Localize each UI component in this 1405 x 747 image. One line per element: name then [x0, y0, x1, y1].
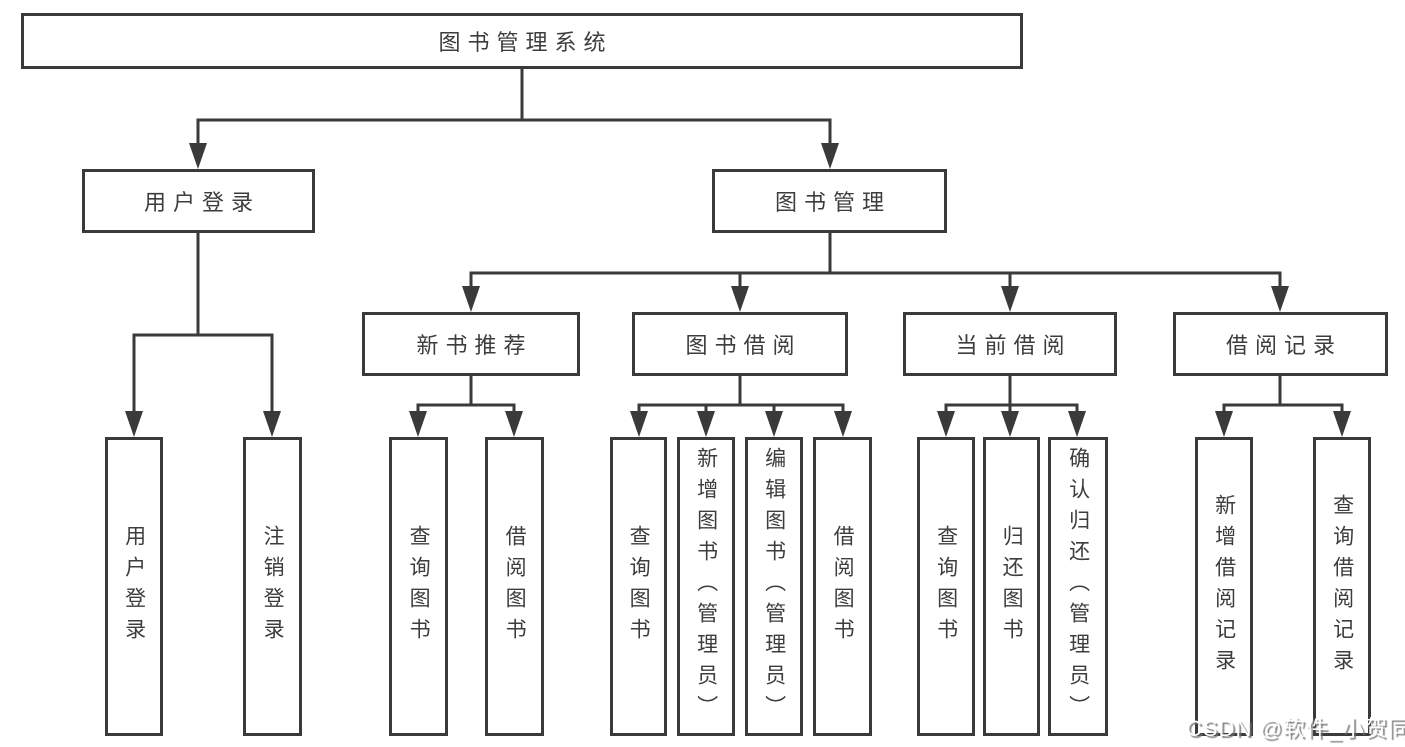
node-leaf-logout: 注销登录	[243, 437, 302, 736]
node-leaf-borrow-books-2-label: 借阅图书	[831, 524, 855, 649]
node-library-system: 图书管理系统	[21, 13, 1023, 69]
arrowhead	[937, 411, 955, 437]
node-new-book-recommend: 新书推荐	[362, 312, 580, 376]
node-leaf-query-books-1-label: 查询图书	[407, 524, 431, 649]
arrowhead	[1001, 411, 1019, 437]
node-leaf-confirm-return-admin: 确认归还（管理员）	[1048, 437, 1108, 736]
node-leaf-add-borrow-record: 新增借阅记录	[1195, 437, 1253, 736]
arrowhead	[630, 411, 648, 437]
node-leaf-query-books-3: 查询图书	[917, 437, 975, 736]
node-leaf-query-books-2-label: 查询图书	[627, 524, 651, 649]
arrowhead	[697, 411, 715, 437]
arrowhead	[821, 143, 839, 169]
node-leaf-add-borrow-record-label: 新增借阅记录	[1212, 493, 1236, 680]
arrowhead	[1333, 411, 1351, 437]
node-leaf-borrow-books-2: 借阅图书	[813, 437, 872, 736]
node-leaf-query-books-3-label: 查询图书	[934, 524, 958, 649]
arrowhead	[409, 411, 427, 437]
node-leaf-edit-book-admin-label: 编辑图书（管理员）	[762, 447, 786, 726]
node-book-borrowing: 图书借阅	[632, 312, 848, 376]
arrowhead	[505, 411, 523, 437]
node-leaf-user-login-label: 用户登录	[122, 524, 146, 649]
node-leaf-user-login: 用户登录	[105, 437, 163, 736]
arrowhead	[1271, 286, 1289, 312]
arrowhead	[834, 411, 852, 437]
node-leaf-query-borrow-record-label: 查询借阅记录	[1330, 493, 1354, 680]
node-leaf-edit-book-admin: 编辑图书（管理员）	[745, 437, 803, 736]
arrowhead	[189, 143, 207, 169]
node-current-borrowing-label: 当前借阅	[955, 333, 1072, 358]
node-leaf-return-books: 归还图书	[983, 437, 1040, 736]
node-leaf-borrow-books-1-label: 借阅图书	[503, 524, 527, 649]
node-new-book-recommend-label: 新书推荐	[416, 333, 533, 358]
node-book-management-label: 图书管理	[774, 190, 891, 215]
node-leaf-query-books-1: 查询图书	[389, 437, 448, 736]
arrowhead	[1215, 411, 1233, 437]
arrowhead	[1001, 286, 1019, 312]
node-library-system-label: 图书管理系统	[438, 30, 613, 55]
arrowhead	[1068, 411, 1086, 437]
node-leaf-return-books-label: 归还图书	[1000, 524, 1024, 649]
node-leaf-logout-label: 注销登录	[261, 524, 285, 649]
node-leaf-query-books-2: 查询图书	[610, 437, 667, 736]
arrowhead	[765, 411, 783, 437]
arrowhead	[125, 411, 143, 437]
node-leaf-add-book-admin-label: 新增图书（管理员）	[694, 447, 718, 726]
node-leaf-borrow-books-1: 借阅图书	[485, 437, 544, 736]
node-leaf-add-book-admin: 新增图书（管理员）	[677, 437, 735, 736]
node-leaf-confirm-return-admin-label: 确认归还（管理员）	[1066, 447, 1090, 726]
arrowhead	[263, 411, 281, 437]
node-user-login: 用户登录	[82, 169, 315, 233]
arrowhead	[731, 286, 749, 312]
node-borrowing-records-label: 借阅记录	[1225, 333, 1342, 358]
node-book-borrowing-label: 图书借阅	[685, 333, 802, 358]
node-book-management: 图书管理	[712, 169, 947, 233]
arrowhead	[462, 286, 480, 312]
node-borrowing-records: 借阅记录	[1173, 312, 1388, 376]
node-current-borrowing: 当前借阅	[903, 312, 1117, 376]
node-user-login-label: 用户登录	[143, 190, 260, 215]
node-leaf-query-borrow-record: 查询借阅记录	[1313, 437, 1371, 736]
